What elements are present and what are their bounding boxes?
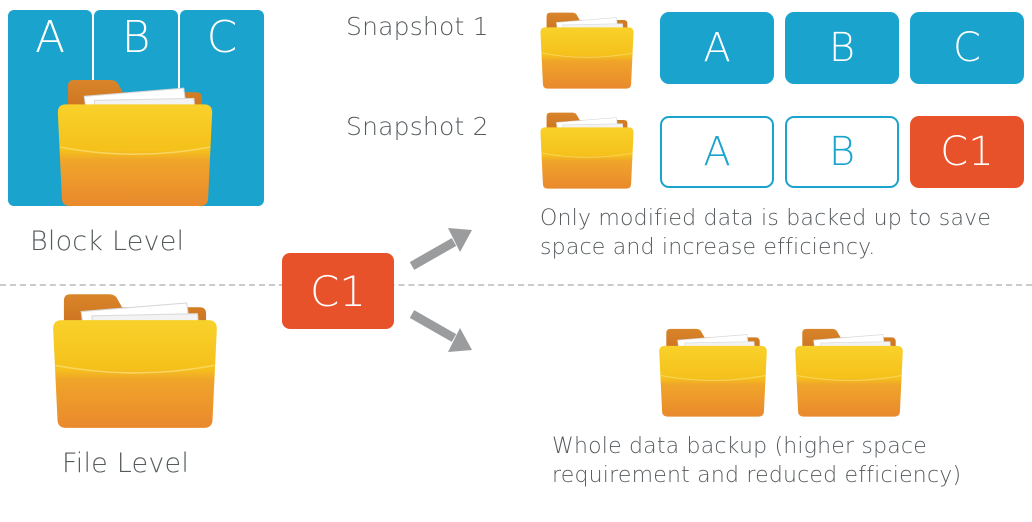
snapshot-2-block-c1: C1	[910, 116, 1024, 188]
file-level-note: Whole data backup (higher space requirem…	[552, 434, 962, 488]
folder-icon	[790, 326, 908, 418]
block-level-label: Block Level	[30, 226, 185, 257]
folder-icon	[42, 290, 228, 430]
snapshot-2-block-a: A	[660, 116, 774, 188]
file-level-label: File Level	[62, 448, 190, 479]
arrow-up-right-icon	[409, 228, 472, 270]
block-level-note: Only modified data is backed up to save …	[540, 206, 992, 260]
snapshot-1-block-c: C	[910, 12, 1024, 84]
block-column-label: C	[206, 12, 238, 63]
snapshot-1-label: Snapshot 1	[346, 12, 489, 41]
block-column-label: B	[121, 12, 151, 63]
folder-icon	[538, 110, 636, 190]
level-divider	[0, 284, 1032, 286]
modified-block-c1: C1	[282, 253, 394, 329]
folder-icon	[44, 76, 226, 208]
folder-icon	[654, 326, 772, 418]
block-level-diagram: A B C	[8, 10, 264, 206]
block-column-label: A	[34, 12, 66, 63]
arrow-down-right-icon	[409, 310, 472, 352]
snapshot-2-block-b: B	[785, 116, 899, 188]
snapshot-2-label: Snapshot 2	[346, 112, 489, 141]
snapshot-1-block-a: A	[660, 12, 774, 84]
folder-icon	[538, 10, 636, 90]
snapshot-1-block-b: B	[785, 12, 899, 84]
